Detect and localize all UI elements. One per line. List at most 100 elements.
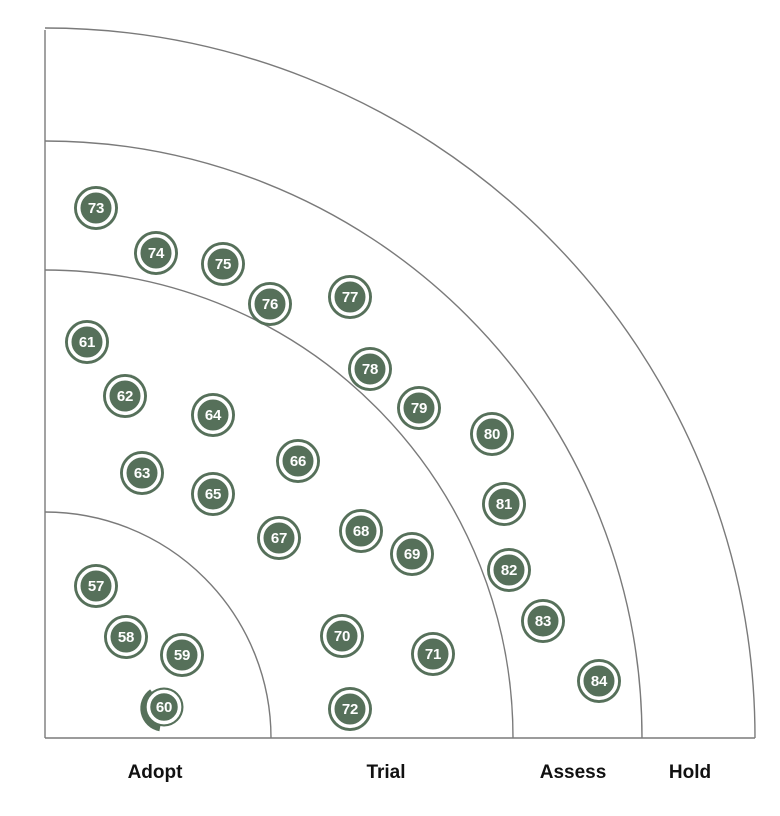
radar-blip[interactable]: 81: [482, 482, 526, 526]
radar-blip[interactable]: 62: [103, 374, 147, 418]
blip-white-ring: [193, 395, 233, 435]
blip-white-ring: [146, 689, 182, 725]
blip-number-label: 67: [271, 530, 287, 547]
radar-blip[interactable]: 79: [397, 386, 441, 430]
blip-white-ring: [579, 661, 619, 701]
blip-number-label: 74: [148, 245, 165, 262]
blip-inner-disc: [199, 480, 227, 508]
blip-number-label: 68: [353, 523, 369, 540]
radar-blip[interactable]: 66: [276, 439, 320, 483]
radar-blip[interactable]: 75: [201, 242, 245, 286]
blip-number-label: 70: [334, 628, 350, 645]
blip-inner-disc: [284, 447, 312, 475]
radar-blip[interactable]: 60: [140, 687, 184, 732]
blip-white-ring: [489, 550, 529, 590]
blip-inner-disc: [82, 572, 110, 600]
blip-number-label: 84: [591, 673, 608, 690]
blip-number-label: 83: [535, 613, 551, 630]
radar-blip[interactable]: 84: [577, 659, 621, 703]
blip-inner-disc: [336, 283, 364, 311]
blip-inner-disc: [328, 622, 356, 650]
ring-boundary-arc-4: [44, 27, 756, 739]
blip-number-label: 72: [342, 701, 358, 718]
radar-ring-arcs: [44, 27, 756, 739]
blip-white-ring: [399, 388, 439, 428]
radar-blip[interactable]: 68: [339, 509, 383, 553]
radar-blip[interactable]: 69: [390, 532, 434, 576]
blip-number-label: 77: [342, 289, 358, 306]
radar-blip[interactable]: 67: [257, 516, 301, 560]
radar-blips: 57 58 59 60 61 62 63 64 65 66 67 68 69 70 71 72 73 74 75 76…: [65, 186, 621, 732]
blip-number-label: 82: [501, 562, 517, 579]
radar-blip[interactable]: 65: [191, 472, 235, 516]
blip-white-ring: [76, 566, 116, 606]
blip-inner-disc: [112, 623, 140, 651]
blip-inner-disc: [495, 556, 523, 584]
blip-number-label: 80: [484, 426, 500, 443]
blip-number-label: 63: [134, 465, 150, 482]
blip-white-ring: [259, 518, 299, 558]
blip-inner-disc: [398, 540, 426, 568]
radar-blip[interactable]: 59: [160, 633, 204, 677]
radar-blip[interactable]: 77: [328, 275, 372, 319]
radar-blip[interactable]: 78: [348, 347, 392, 391]
blip-number-label: 81: [496, 496, 512, 513]
blip-inner-disc: [478, 420, 506, 448]
blip-white-ring: [106, 617, 146, 657]
blip-white-ring: [322, 616, 362, 656]
blip-white-ring: [122, 453, 162, 493]
blip-white-ring: [341, 511, 381, 551]
blip-inner-disc: [356, 355, 384, 383]
blip-number-label: 62: [117, 388, 133, 405]
blip-white-ring: [105, 376, 145, 416]
blip-number-label: 78: [362, 361, 378, 378]
radar-blip[interactable]: 57: [74, 564, 118, 608]
blip-number-label: 66: [290, 453, 306, 470]
radar-blip[interactable]: 80: [470, 412, 514, 456]
blip-white-ring: [193, 474, 233, 514]
blip-inner-disc: [336, 695, 364, 723]
blip-inner-disc: [256, 290, 284, 318]
blip-number-label: 60: [156, 699, 172, 716]
blip-white-ring: [413, 634, 453, 674]
blip-number-label: 59: [174, 647, 190, 664]
blip-white-ring: [523, 601, 563, 641]
blip-white-ring: [250, 284, 290, 324]
blip-inner-disc: [490, 490, 518, 518]
blip-number-label: 75: [215, 256, 231, 273]
blip-inner-disc: [168, 641, 196, 669]
radar-blip[interactable]: 74: [134, 231, 178, 275]
radar-blip[interactable]: 73: [74, 186, 118, 230]
blip-white-ring: [67, 322, 107, 362]
radar-blip[interactable]: 58: [104, 615, 148, 659]
blip-number-label: 69: [404, 546, 420, 563]
radar-blip[interactable]: 63: [120, 451, 164, 495]
blip-white-ring: [76, 188, 116, 228]
blip-number-label: 64: [205, 407, 222, 424]
radar-axes: [44, 30, 755, 739]
blip-inner-disc: [73, 328, 101, 356]
ring-label-assess: Assess: [540, 762, 607, 783]
radar-blip[interactable]: 70: [320, 614, 364, 658]
radar-blip[interactable]: 72: [328, 687, 372, 731]
ring-label-adopt: Adopt: [128, 762, 184, 783]
blip-white-ring: [136, 233, 176, 273]
blip-white-ring: [330, 277, 370, 317]
radar-blip[interactable]: 76: [248, 282, 292, 326]
radar-blip[interactable]: 82: [487, 548, 531, 592]
blip-number-label: 58: [118, 629, 134, 646]
radar-blip[interactable]: 64: [191, 393, 235, 437]
radar-blip[interactable]: 71: [411, 632, 455, 676]
blip-inner-disc: [265, 524, 293, 552]
radar-blip[interactable]: 83: [521, 599, 565, 643]
blip-white-ring: [203, 244, 243, 284]
blip-inner-disc: [209, 250, 237, 278]
blip-number-label: 71: [425, 646, 441, 663]
blip-inner-disc: [199, 401, 227, 429]
blip-inner-disc: [347, 517, 375, 545]
blip-inner-disc: [82, 194, 110, 222]
radar-blip[interactable]: 61: [65, 320, 109, 364]
